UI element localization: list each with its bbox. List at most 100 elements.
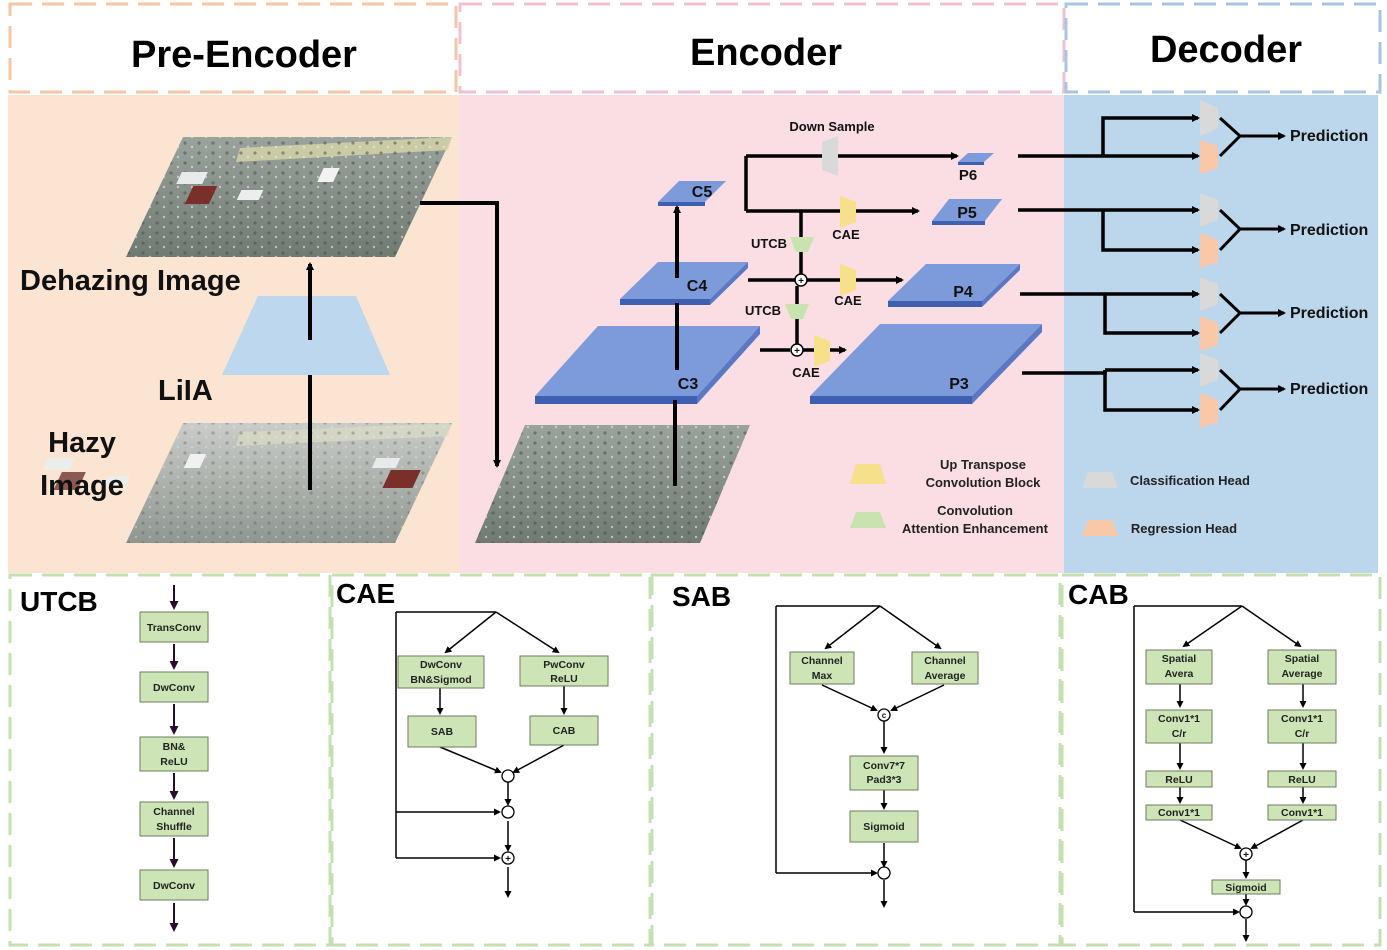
decoder-head-2 bbox=[1018, 193, 1286, 268]
legend-regression-label: Regression Head bbox=[1131, 521, 1237, 536]
cab-sa-line1: Spatial bbox=[1162, 653, 1197, 665]
decoder-head-3 bbox=[1020, 277, 1286, 351]
dehazing-image bbox=[126, 137, 452, 257]
utcb-panel-title: UTCB bbox=[20, 586, 98, 617]
c5-label: C5 bbox=[692, 184, 713, 201]
sab-conv-box bbox=[849, 755, 919, 791]
cae-dwconv-box bbox=[397, 655, 485, 689]
sab-concat-node bbox=[877, 708, 891, 722]
encoder-input-image bbox=[371, 425, 750, 543]
cab-relu-b-text: ReLU bbox=[1288, 774, 1315, 786]
cab-panel-title: CAB bbox=[1068, 579, 1129, 610]
lila-module bbox=[222, 296, 390, 375]
legend-regression-swatch bbox=[1082, 520, 1118, 536]
cab-sa-line2: Avera bbox=[1165, 668, 1194, 680]
encoder-title: Encoder bbox=[690, 32, 842, 74]
legend-utcb-swatch bbox=[850, 464, 886, 484]
cae-panel-title: CAE bbox=[336, 578, 395, 609]
p3-feature-map bbox=[810, 324, 1042, 404]
utcb-block-upper bbox=[790, 237, 814, 252]
sab-conv-line2: Pad3*3 bbox=[866, 774, 901, 786]
utcb-bn-relu-box bbox=[139, 736, 209, 772]
cab-conv-c-box bbox=[1145, 804, 1213, 821]
prediction-label-4: Prediction bbox=[1290, 381, 1368, 398]
p4-label: P4 bbox=[953, 284, 973, 301]
cae-sab-box bbox=[407, 715, 477, 748]
cab-flow: + bbox=[1133, 605, 1307, 942]
p4-feature-map bbox=[888, 264, 1020, 307]
prediction-label-1: Prediction bbox=[1290, 128, 1368, 145]
c3-feature-map bbox=[535, 326, 760, 404]
utcb-dwconv-text-2: DwConv bbox=[153, 880, 195, 892]
legend-up-line2: Convolution Block bbox=[926, 475, 1042, 490]
cae-dw-line1: DwConv bbox=[420, 659, 462, 671]
c5-feature-map bbox=[658, 181, 726, 206]
p6-label: P6 bbox=[959, 167, 977, 184]
legend-cae-line1: Convolution bbox=[937, 503, 1013, 518]
sab-panel-title: SAB bbox=[672, 581, 731, 612]
cab-relu-b-box bbox=[1267, 770, 1337, 788]
sab-max-line2: Max bbox=[812, 670, 833, 682]
down-sample-block bbox=[822, 136, 838, 176]
cab-spatial-avera-box bbox=[1145, 649, 1213, 685]
cae-pw-line2: ReLU bbox=[550, 673, 577, 685]
utcb-transconv-box bbox=[139, 611, 209, 643]
p3-label: P3 bbox=[949, 376, 969, 393]
add-node-c4-glyph: + bbox=[798, 276, 804, 287]
dehazing-image-label: Dehazing Image bbox=[20, 265, 241, 297]
utcb-dwconv-text-1: DwConv bbox=[153, 682, 195, 694]
cab-conv-a-box bbox=[1145, 709, 1213, 744]
decoder-title: Decoder bbox=[1150, 29, 1302, 71]
cab-conv-d-text: Conv1*1 bbox=[1281, 807, 1323, 819]
decoder-header-box bbox=[1064, 2, 1382, 94]
cab-sigmoid-text: Sigmoid bbox=[1225, 882, 1266, 894]
p5-feature-map bbox=[932, 199, 1002, 225]
cab-relu-a-box bbox=[1145, 770, 1213, 788]
pre-encoder-header-box bbox=[8, 2, 458, 94]
utcb-channel-text: Channel bbox=[153, 806, 195, 818]
utcb-relu-text: ReLU bbox=[160, 756, 187, 768]
sab-max-line1: Channel bbox=[801, 655, 843, 667]
cab-sigmoid-box bbox=[1211, 879, 1281, 895]
cab-conv-a1: Conv1*1 bbox=[1158, 713, 1200, 725]
dehaze-to-encoder-arrow bbox=[420, 201, 501, 468]
prediction-label-2: Prediction bbox=[1290, 222, 1368, 239]
p6-feature-map bbox=[958, 153, 994, 165]
legend-classification-swatch bbox=[1082, 472, 1118, 488]
sab-avg-line2: Average bbox=[924, 670, 965, 682]
utcb-dwconv-box-1 bbox=[139, 671, 209, 703]
cab-conv-b-box bbox=[1267, 709, 1337, 744]
svg-text:+: + bbox=[505, 854, 511, 865]
legend-cae-line2: Attention Enhancement bbox=[902, 521, 1049, 536]
cae-cab-box bbox=[529, 715, 599, 746]
cae-label-p5: CAE bbox=[832, 227, 860, 242]
cae-block-p5 bbox=[840, 196, 856, 228]
sab-channel-average-box bbox=[911, 651, 979, 685]
cab-sb-line2: Average bbox=[1281, 668, 1322, 680]
cae-pw-line1: PwConv bbox=[543, 659, 585, 671]
utcb-transconv-text: TransConv bbox=[147, 622, 201, 634]
cae-sab-text: SAB bbox=[431, 726, 454, 738]
add-node-c3-glyph: + bbox=[794, 346, 800, 357]
cae-dw-line2: BN&Sigmod bbox=[410, 674, 471, 686]
cab-conv-d-box bbox=[1267, 804, 1337, 821]
down-sample-label: Down Sample bbox=[789, 119, 874, 134]
encoder-header-box bbox=[458, 2, 1066, 94]
cae-pwconv-box bbox=[519, 655, 609, 687]
sab-concat-glyph: c bbox=[882, 711, 887, 720]
hazy-label-line2: Image bbox=[40, 470, 124, 502]
utcb-label-upper: UTCB bbox=[751, 236, 787, 251]
utcb-label-lower: UTCB bbox=[745, 303, 781, 318]
p5-label: P5 bbox=[957, 205, 977, 222]
c3-label: C3 bbox=[678, 376, 699, 393]
c4-label: C4 bbox=[687, 278, 708, 295]
utcb-dwconv-box-2 bbox=[139, 869, 209, 901]
cab-sb-line1: Spatial bbox=[1285, 653, 1320, 665]
cae-label-p3: CAE bbox=[792, 365, 820, 380]
cab-relu-a-text: ReLU bbox=[1165, 774, 1192, 786]
utcb-shuffle-text: Shuffle bbox=[156, 821, 192, 833]
cae-block-p4 bbox=[840, 264, 856, 296]
sab-sigmoid-box bbox=[849, 810, 919, 843]
hazy-label-line1: Hazy bbox=[48, 427, 116, 459]
c4-feature-map bbox=[620, 262, 748, 305]
